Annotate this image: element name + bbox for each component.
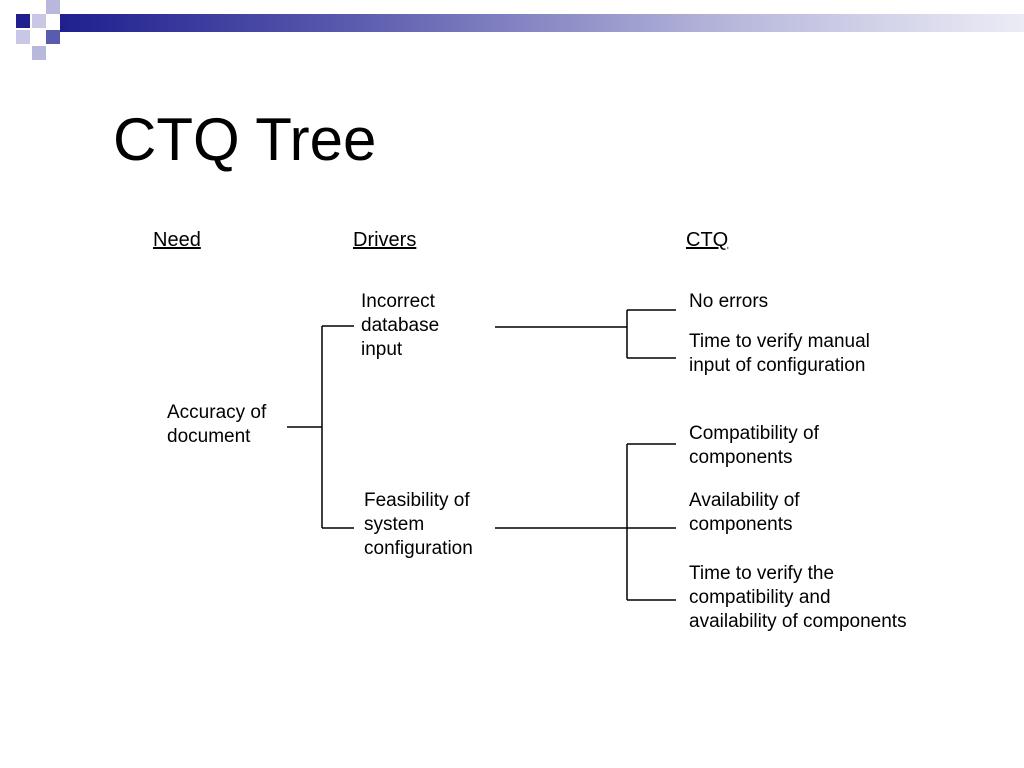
decor-square [46, 30, 60, 44]
decor-square [16, 30, 30, 44]
ctq-node-line: Availability of [689, 490, 800, 511]
ctq-node: Compatibility of components [689, 422, 819, 470]
need-node-line: document [167, 426, 251, 447]
ctq-node-line: components [689, 447, 793, 468]
header-gradient-bar [60, 14, 1024, 32]
column-header-need: Need [153, 229, 201, 251]
ctq-node: No errors [689, 290, 768, 314]
ctq-node: Availability of components [689, 489, 800, 537]
driver-node-line: input [361, 339, 403, 360]
need-node-line: Accuracy of [167, 402, 267, 423]
ctq-node-line: Compatibility of [689, 423, 819, 444]
ctq-node: Time to verify the compatibility and ava… [689, 562, 907, 634]
decor-square [46, 0, 60, 14]
ctq-node-line: availability of components [689, 611, 907, 632]
driver-node-line: configuration [364, 538, 473, 559]
ctq-node-line: input of configuration [689, 355, 866, 376]
decor-square [16, 14, 30, 28]
driver-node-line: database [361, 315, 440, 336]
decor-square [32, 46, 46, 60]
ctq-node-line: components [689, 514, 793, 535]
ctq-node-line: compatibility and [689, 587, 831, 608]
page-title: CTQ Tree [113, 106, 377, 173]
ctq-node: Time to verify manual input of configura… [689, 330, 870, 378]
driver-node-line: Incorrect [361, 291, 435, 312]
driver-node-line: Feasibility of [364, 490, 470, 511]
decor-square [32, 14, 46, 28]
ctq-node-line: Time to verify manual [689, 331, 870, 352]
need-node: Accuracy of document [167, 401, 266, 449]
column-header-ctq: CTQ [686, 229, 729, 251]
column-header-drivers: Drivers [353, 229, 417, 251]
driver-node: Incorrect database input [361, 290, 439, 362]
ctq-node-line: Time to verify the [689, 563, 835, 584]
driver-node-line: system [364, 514, 425, 535]
ctq-node-line: No errors [689, 291, 769, 312]
driver-node: Feasibility of system configuration [364, 489, 473, 561]
